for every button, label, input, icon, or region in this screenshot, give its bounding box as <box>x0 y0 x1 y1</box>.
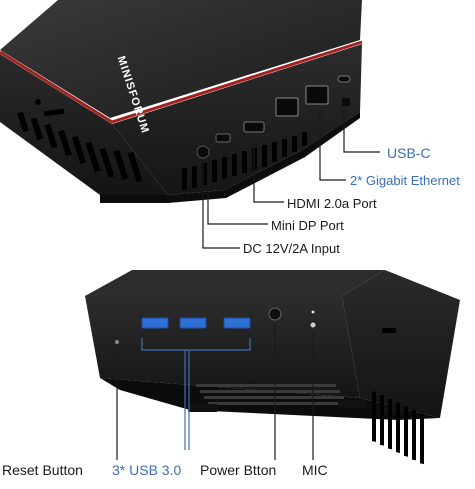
small-port <box>342 98 350 106</box>
side-vents <box>17 111 143 183</box>
usb-c-label: USB-C <box>387 145 431 161</box>
usb3-port-1 <box>141 317 169 329</box>
front-top-face <box>85 270 385 296</box>
right-vents <box>372 391 424 465</box>
hdmi-label: HDMI 2.0a Port <box>287 196 377 211</box>
bottom-vents <box>196 384 348 405</box>
ethernet-port-2 <box>305 85 329 105</box>
rear-vents <box>182 132 307 190</box>
front-right-face <box>342 270 460 418</box>
foot-left <box>188 404 218 412</box>
dc-input-label: DC 12V/2A Input <box>243 241 340 256</box>
reset-button-label: Reset Button <box>2 462 83 478</box>
red-trim <box>0 40 363 124</box>
power-button-label: Power Btton <box>200 462 277 478</box>
left-side-face <box>0 54 168 195</box>
usb-bracket <box>141 338 251 450</box>
usb-c-port <box>337 75 351 83</box>
side-slot <box>382 328 396 333</box>
mini-dp-label: Mini DP Port <box>271 218 344 233</box>
card-slot <box>43 108 65 117</box>
top-unit <box>0 0 380 249</box>
reset-pinhole <box>115 340 119 344</box>
front-unit <box>85 270 460 465</box>
ethernet-port-1 <box>275 97 299 117</box>
status-led <box>311 310 315 314</box>
usb3-label: 3* USB 3.0 <box>112 462 182 478</box>
power-button <box>268 307 282 321</box>
mic-label: MIC <box>302 462 328 478</box>
usb3-port-3 <box>223 317 251 329</box>
foot-middle <box>338 400 366 408</box>
rear-face <box>112 44 362 195</box>
dc-jack <box>196 145 210 159</box>
hdmi-port <box>243 121 265 133</box>
lid-surface <box>0 0 362 118</box>
usb3-port-2 <box>179 317 207 329</box>
mic-hole <box>310 322 316 328</box>
callout-lines-top <box>202 108 380 249</box>
callout-lines-front <box>116 322 314 460</box>
mini-dp-port <box>215 133 231 143</box>
ethernet-label: 2* Gigabit Ethernet <box>350 173 460 188</box>
lock-hole <box>35 99 41 105</box>
